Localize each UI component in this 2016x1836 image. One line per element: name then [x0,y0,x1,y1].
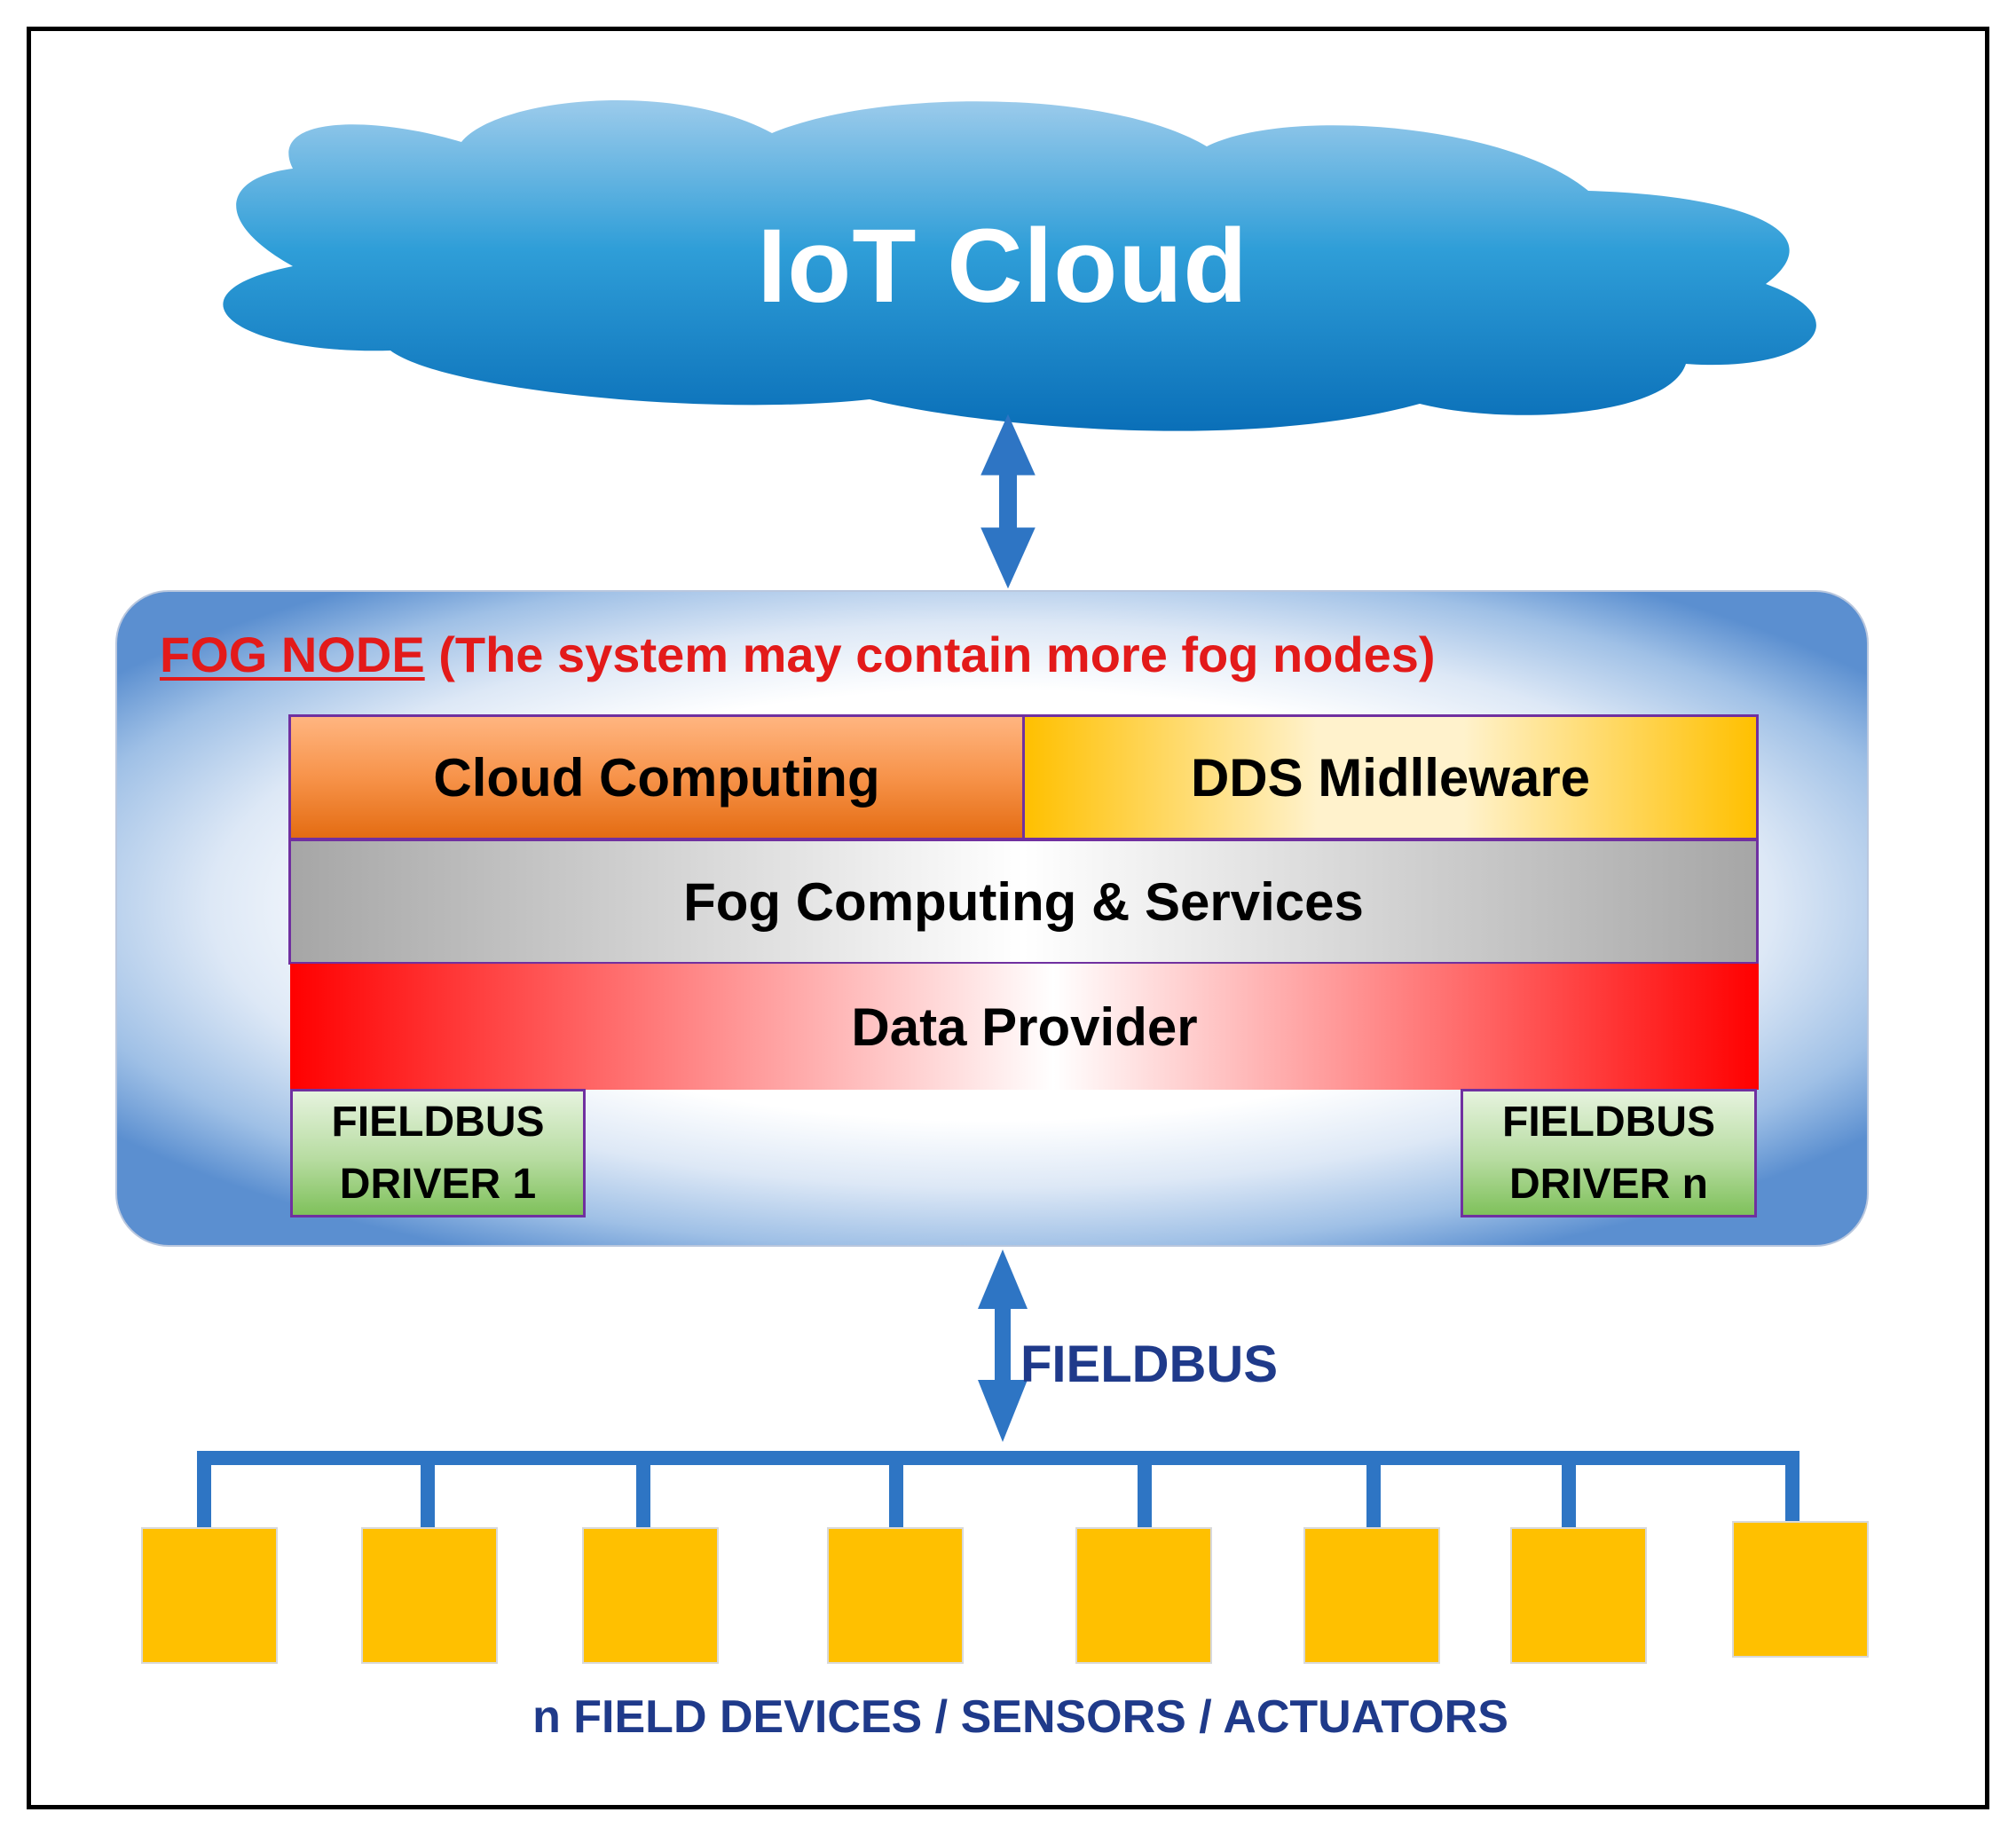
layer-cloud-computing: Cloud Computing [288,714,1025,840]
fog-node-heading-note: (The system may contain more fog nodes) [424,626,1436,682]
fog-node-heading: FOG NODE (The system may contain more fo… [160,624,1436,686]
field-device [1732,1521,1869,1658]
layer-fog-computing-services: Fog Computing & Services [288,839,1759,965]
field-device [582,1527,719,1664]
iot-cloud-shape [223,99,1816,431]
fieldbus-label: FIELDBUS [1020,1336,1278,1393]
layer-dds-middleware: DDS Midlleware [1022,714,1759,840]
driver-label-line1: FIELDBUS [331,1099,545,1146]
driver-label-line2: DRIVER 1 [339,1161,537,1208]
field-device [1510,1527,1647,1664]
cloud-title: IoT Cloud [757,208,1248,325]
fieldbus-arrow [978,1249,1028,1442]
field-device [827,1527,964,1664]
field-devices [141,1521,1869,1664]
driver-label-line1: FIELDBUS [1502,1099,1715,1146]
fieldbus-driver-1: FIELDBUS DRIVER 1 [290,1089,586,1217]
fog-node-heading-main: FOG NODE [160,626,425,682]
fieldbus-line [197,1451,1799,1528]
field-device [361,1527,498,1664]
layer-data-provider: Data Provider [290,964,1759,1090]
cloud-link-arrow [980,414,1036,589]
fieldbus-driver-n: FIELDBUS DRIVER n [1461,1089,1757,1217]
field-device [1303,1527,1440,1664]
field-device [141,1527,278,1664]
field-devices-label: n FIELD DEVICES / SENSORS / ACTUATORS [532,1691,1508,1743]
field-device [1075,1527,1212,1664]
driver-label-line2: DRIVER n [1508,1161,1708,1208]
